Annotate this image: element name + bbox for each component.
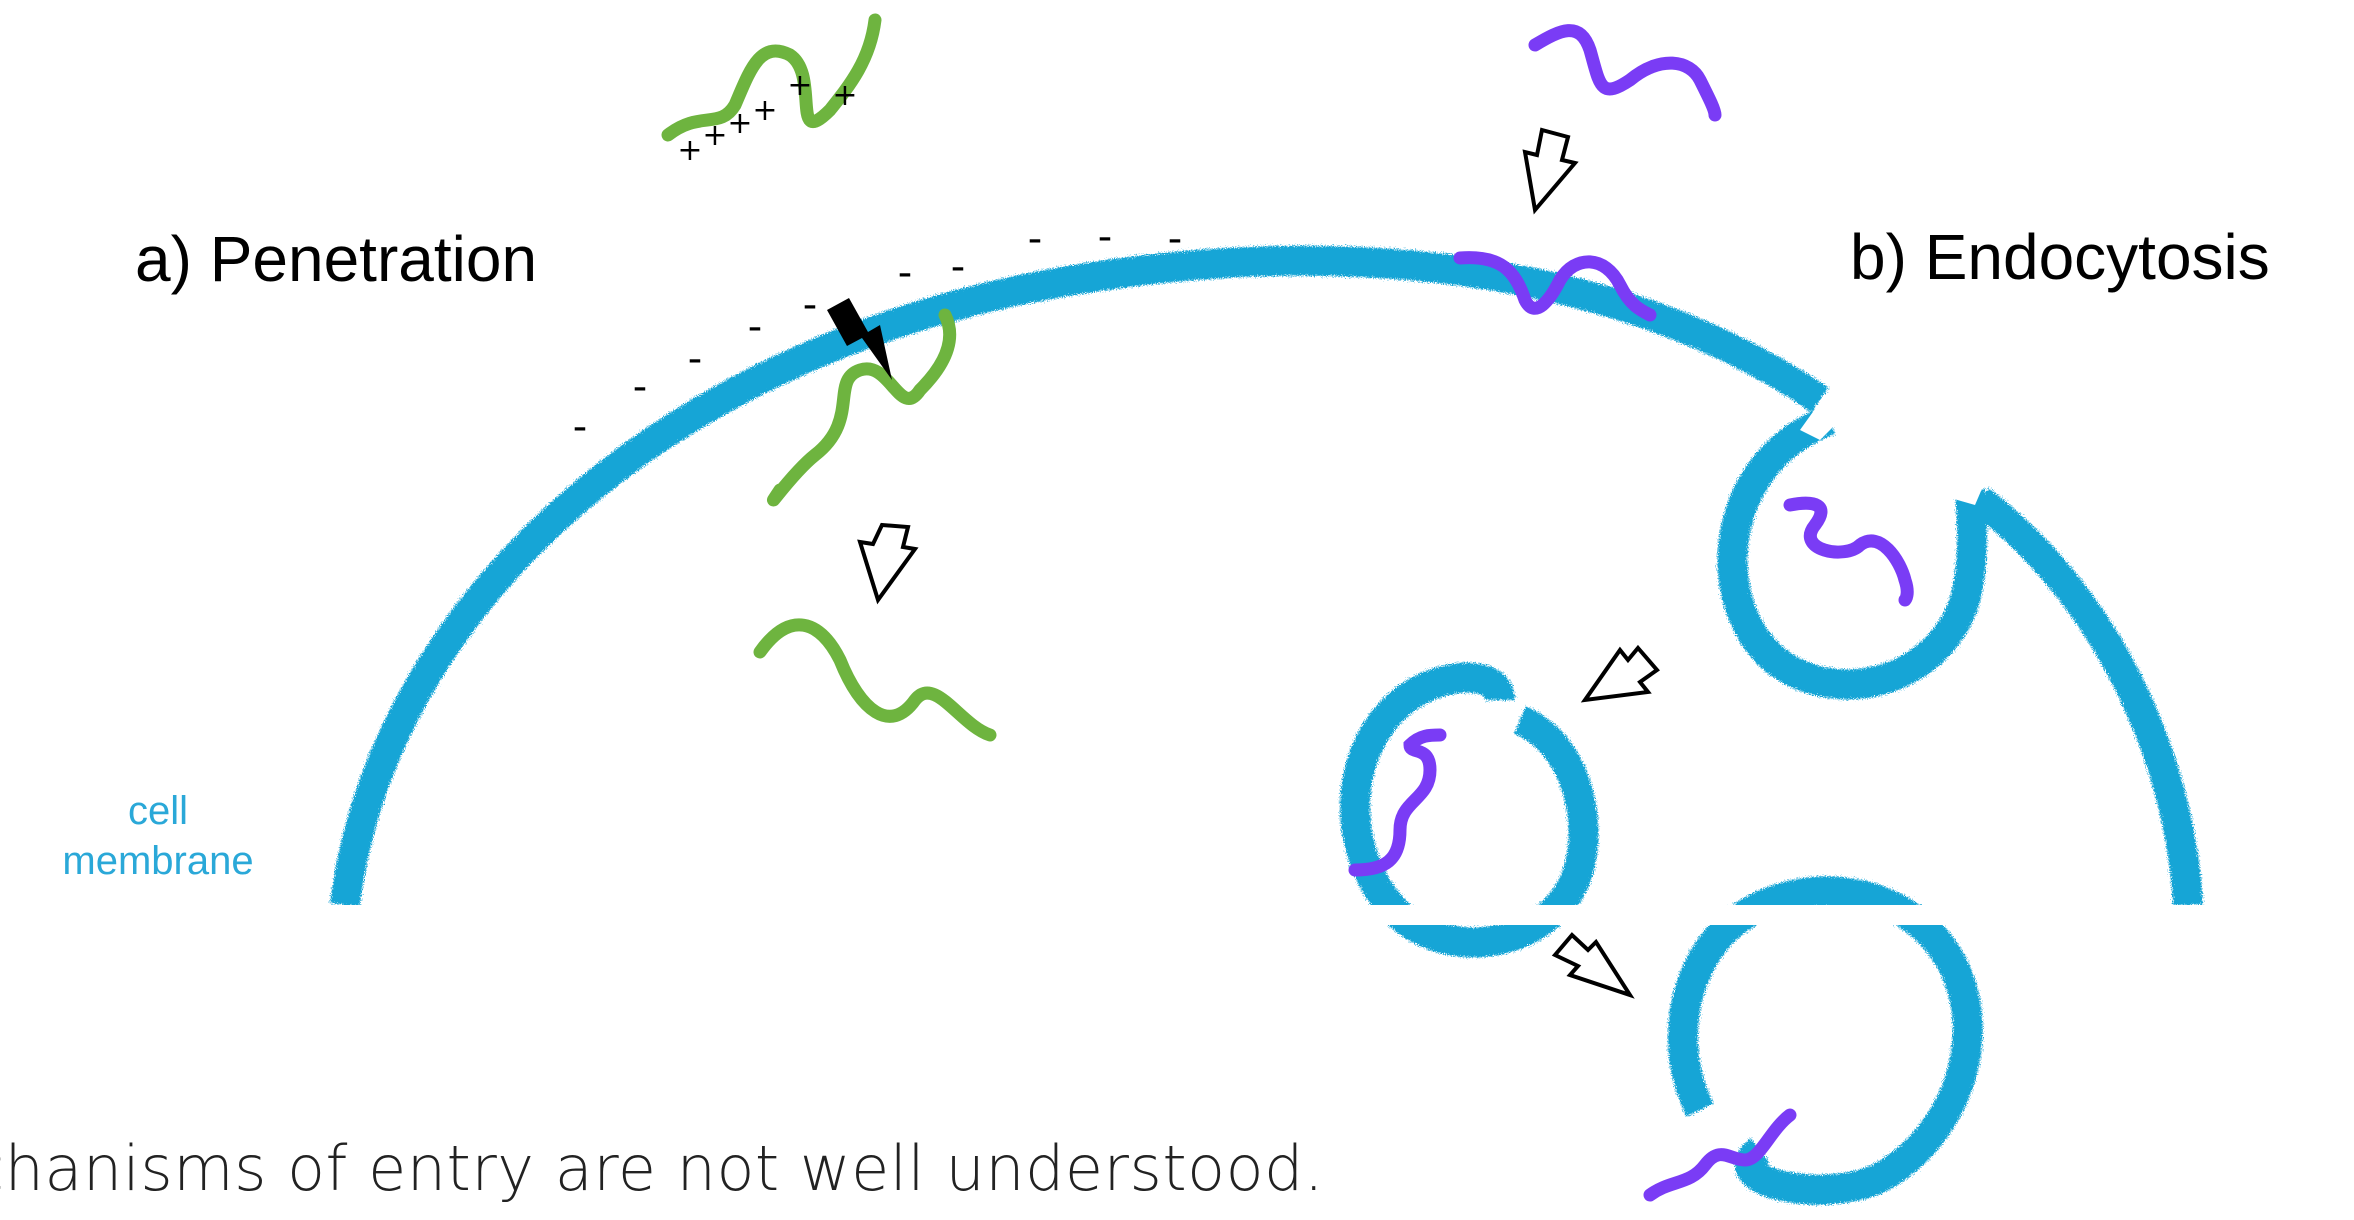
neg-charge: -	[1098, 214, 1112, 260]
neg-charge: -	[898, 250, 912, 296]
green-peptide-in-membrane	[767, 308, 957, 507]
hollow-arrows	[857, 127, 1660, 999]
purple-peptide-released	[1643, 1108, 1797, 1202]
green-peptide-outside	[661, 13, 882, 142]
membrane-arc-right	[1970, 488, 2203, 906]
membrane-cut-masks	[0, 395, 2354, 925]
pos-charge: +	[787, 68, 812, 103]
endocytosed-peptides	[1348, 24, 1914, 1202]
penetrating-peptides	[661, 13, 997, 742]
arrow-to-vesicle	[1580, 644, 1660, 703]
green-peptide-inside	[753, 618, 997, 742]
arrow-down-purple	[1522, 127, 1579, 215]
endocytosis-label: b) Endocytosis	[1850, 221, 2270, 293]
purple-peptide-in-pit	[1783, 496, 1914, 607]
neg-charge: -	[573, 404, 587, 450]
neg-charge: -	[633, 364, 647, 410]
neg-charge: -	[1028, 216, 1042, 262]
caption-text: chanisms of entry are not well understoo…	[0, 1132, 1325, 1205]
neg-charge: -	[748, 304, 762, 350]
cell-membrane	[330, 245, 2203, 1205]
positive-charges: + + + + + +	[677, 68, 857, 168]
pos-charge: +	[752, 93, 777, 128]
negative-charges: - - - - - - - - - -	[573, 214, 1182, 450]
arrow-from-vesicle	[1551, 932, 1635, 999]
vesicle-1	[1340, 662, 1599, 958]
cut-mask-bottom	[0, 905, 2354, 925]
arrow-down-green	[857, 522, 919, 605]
membrane-invagination	[1717, 405, 1988, 700]
cell-membrane-label: cell membrane	[62, 789, 254, 883]
neg-charge: -	[688, 336, 702, 382]
vesicle-2	[1667, 876, 1983, 1205]
pos-charge: +	[702, 118, 727, 153]
pos-charge: +	[832, 78, 857, 113]
neg-charge: -	[803, 282, 817, 328]
purple-peptide-on-membrane	[1453, 251, 1657, 322]
purple-peptide-outside	[1528, 24, 1722, 122]
membrane-arc-left	[330, 245, 1829, 907]
pos-charge: +	[727, 106, 752, 141]
penetration-arrow	[827, 298, 892, 380]
pos-charge: +	[677, 133, 702, 168]
cut-mask-pit-left	[1800, 395, 1860, 440]
purple-peptide-in-vesicle	[1348, 728, 1447, 877]
cut-mask-pit-right	[1940, 455, 1990, 505]
penetration-label: a) Penetration	[135, 223, 538, 295]
neg-charge: -	[951, 244, 965, 290]
neg-charge: -	[1168, 216, 1182, 262]
